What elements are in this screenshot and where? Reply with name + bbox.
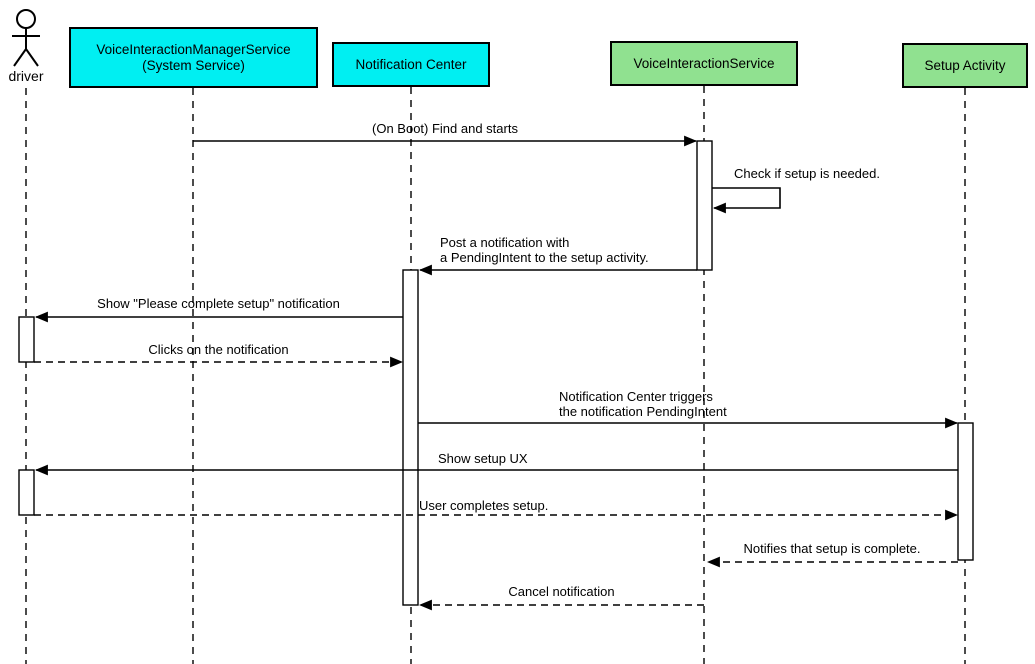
arrow-check-if-setup-is-needed <box>712 187 781 214</box>
message-label-triggers-pendingintent: Notification Center triggers the notific… <box>559 389 727 419</box>
participant-setup-activity: Setup Activity <box>902 43 1028 88</box>
activation-driver-2 <box>18 469 35 516</box>
message-label-show-setup-ux: Show setup UX <box>438 451 528 466</box>
message-label-post-a-notification: Post a notification with a PendingIntent… <box>440 235 649 265</box>
activation-setup-activity <box>957 422 974 561</box>
message-label-cancel-notification: Cancel notification <box>508 584 615 599</box>
participant-voice-interaction-service: VoiceInteractionService <box>610 41 798 86</box>
actor-icon <box>12 9 40 67</box>
message-label-on-boot-find-and-starts: (On Boot) Find and starts <box>372 121 518 136</box>
activation-driver-1 <box>18 316 35 363</box>
activation-voice-interaction-service <box>696 140 713 271</box>
participant-notification-center: Notification Center <box>332 42 490 87</box>
message-label-clicks-on-the-notification: Clicks on the notification <box>148 342 289 357</box>
message-label-check-if-setup-is-needed: Check if setup is needed. <box>734 166 880 181</box>
message-label-show-please-complete-setup: Show "Please complete setup" notificatio… <box>97 296 340 311</box>
actor-label-driver: driver <box>8 68 44 84</box>
message-label-notifies-setup-complete: Notifies that setup is complete. <box>743 541 921 556</box>
activation-notification-center <box>402 269 419 606</box>
message-arrows <box>34 135 959 611</box>
message-label-user-completes-setup: User completes setup. <box>419 498 549 513</box>
participant-voice-interaction-manager-service: VoiceInteractionManagerService (System S… <box>69 27 318 88</box>
activation-bars <box>18 140 974 606</box>
